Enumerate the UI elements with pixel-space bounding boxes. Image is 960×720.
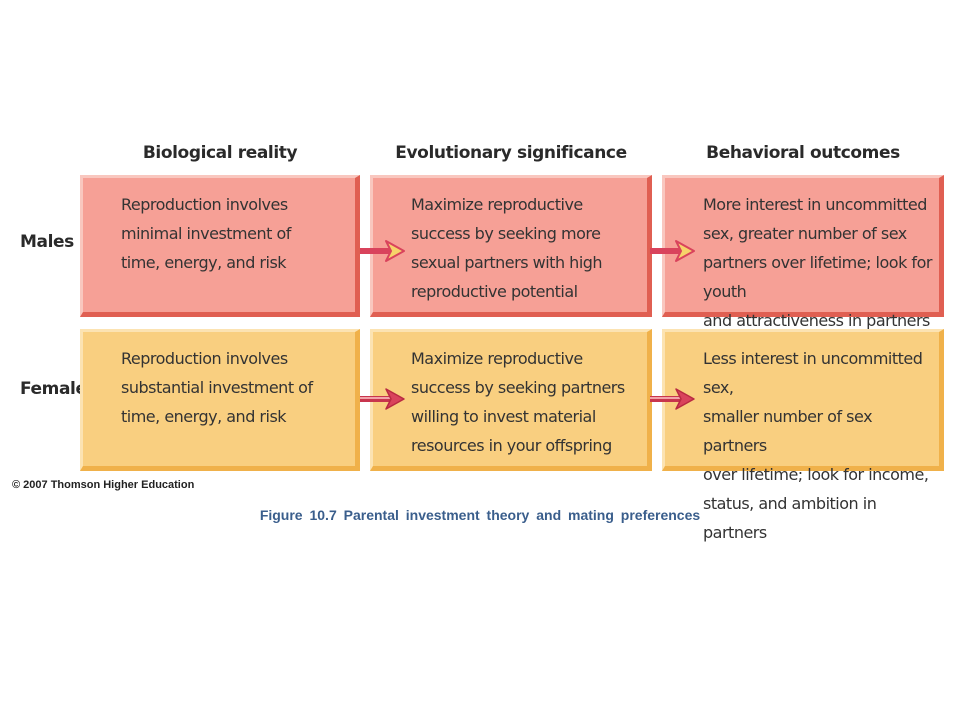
column-header-behavioral-outcomes: Behavioral outcomes [706,143,900,163]
females-arrow-2-icon [650,388,695,410]
males-behavioral-outcomes-box: More interest in uncommitted sex, greate… [662,175,944,330]
column-header-evolutionary-significance: Evolutionary significance [395,143,627,163]
females-behavioral-outcomes-box: Less interest in uncommitted sex, smalle… [662,329,944,542]
row-label-males: Males [20,232,74,252]
females-evolutionary-significance-box: Maximize reproductive success by seeking… [370,329,652,471]
figure-caption: Figure 10.7 Parental investment theory a… [259,507,701,523]
females-biological-reality-box: Reproduction involves substantial invest… [80,329,360,471]
row-label-females: Females [20,379,97,399]
males-biological-reality-box: Reproduction involves minimal investment… [80,175,360,317]
copyright-notice: © 2007 Thomson Higher Education [12,479,195,491]
males-arrow-2-icon [650,240,695,262]
females-arrow-1-icon [360,388,405,410]
males-evolutionary-significance-box: Maximize reproductive success by seeking… [370,175,652,317]
column-header-biological-reality: Biological reality [142,143,298,163]
males-arrow-1-icon [360,240,405,262]
